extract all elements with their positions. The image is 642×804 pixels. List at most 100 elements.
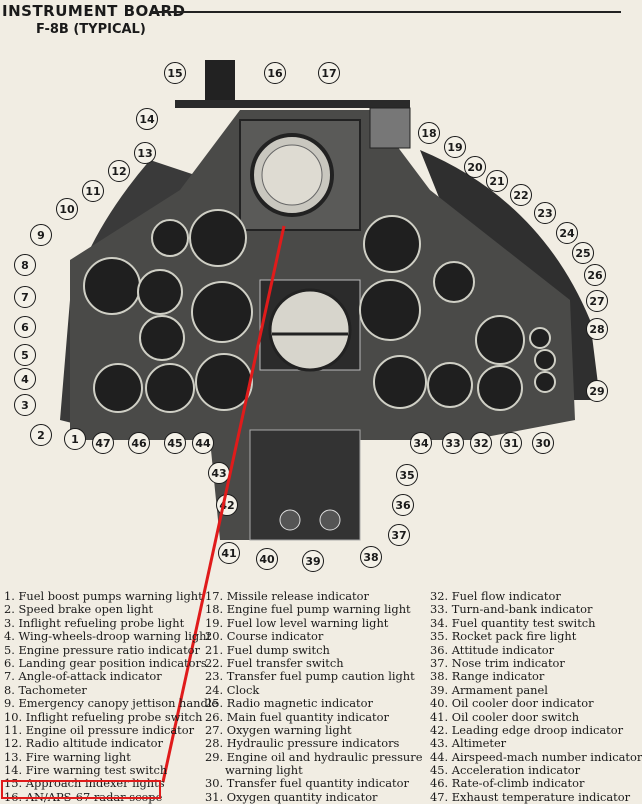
gauge-rmi-icon	[359, 279, 421, 341]
callout-46: 46	[128, 432, 150, 454]
callout-30: 30	[532, 432, 554, 454]
callout-2: 2	[30, 424, 52, 446]
legend-item: 17. Missile release indicator	[205, 589, 369, 603]
callout-38: 38	[360, 546, 382, 568]
callout-18: 18	[418, 122, 440, 144]
legend-item: 21. Fuel dump switch	[205, 642, 330, 657]
callout-8: 8	[14, 254, 36, 276]
callout-15: 15	[164, 62, 186, 84]
legend-item: 2. Speed brake open light	[4, 602, 154, 617]
callout-40: 40	[256, 548, 278, 570]
callout-14: 14	[136, 108, 158, 130]
legend-item-highlighted: 16. AN/APS-67 radar scope	[4, 789, 163, 804]
gauge-hydraulic-1-icon	[529, 327, 551, 349]
callout-24: 24	[556, 222, 578, 244]
gauge-clock-icon	[433, 261, 475, 303]
gauge-hydraulic-3-icon	[534, 371, 556, 393]
callout-4: 4	[14, 368, 36, 390]
callout-44: 44	[192, 432, 214, 454]
legend-item: 34. Fuel quantity test switch	[430, 615, 596, 630]
callout-13: 13	[134, 142, 156, 164]
gauge-turn-and-bank-icon	[373, 355, 427, 409]
callout-37: 37	[388, 524, 410, 546]
callout-21: 21	[486, 170, 508, 192]
callout-1: 1	[64, 428, 86, 450]
legend-item: 45. Acceleration indicator	[430, 763, 581, 778]
legend-item: 35. Rocket pack fire light	[430, 629, 577, 644]
callout-17: 17	[318, 62, 340, 84]
legend-item: 29. Engine oil and hydraulic pressure	[205, 749, 423, 764]
legend-item: 42. Leading edge droop indicator	[430, 722, 624, 737]
callout-5: 5	[14, 344, 36, 366]
legend-item: 7. Angle-of-attack indicator	[4, 669, 162, 684]
legend-item: 4. Wing-wheels-droop warning light	[4, 629, 212, 644]
callout-35: 35	[396, 464, 418, 486]
gauge-oil-pressure-icon	[151, 219, 189, 257]
gauge-rate-of-climb-icon	[145, 363, 195, 413]
gauge-fuel-quantity-icon	[475, 315, 525, 365]
legend-item: 12. Radio altitude indicator	[4, 736, 163, 751]
callout-34: 34	[410, 432, 432, 454]
armament-panel	[249, 429, 361, 541]
callout-20: 20	[464, 156, 486, 178]
callout-25: 25	[572, 242, 594, 264]
gauge-altimeter-icon	[195, 353, 253, 411]
legend-item: 19. Fuel low level warning light	[205, 615, 389, 630]
legend-item: 13. Fire warning light	[4, 749, 131, 764]
legend-item: 39. Armament panel	[430, 682, 548, 697]
highlight-box	[1, 780, 161, 799]
legend-column-3: 32. Fuel flow indicator 33. Turn-and-ban…	[430, 589, 642, 804]
legend-item: 26. Main fuel quantity indicator	[205, 709, 389, 724]
callout-41: 41	[218, 542, 240, 564]
legend-item: 28. Hydraulic pressure indicators	[205, 736, 400, 751]
callout-28: 28	[586, 318, 608, 340]
legend-item: 41. Oil cooler door switch	[430, 709, 580, 724]
callout-32: 32	[470, 432, 492, 454]
callout-6: 6	[14, 316, 36, 338]
legend-item: 44. Airspeed-mach number indicator	[430, 749, 642, 764]
legend-item: 46. Rate-of-climb indicator	[430, 776, 585, 791]
legend-item: 31. Oxygen quantity indicator	[205, 789, 378, 804]
legend-item: 1. Fuel boost pumps warning light	[4, 589, 203, 603]
callout-47: 47	[92, 432, 114, 454]
legend-item: 20. Course indicator	[205, 629, 324, 644]
callout-33: 33	[442, 432, 464, 454]
gauge-radio-altitude-icon	[189, 209, 247, 267]
legend-column-2: 17. Missile release indicator 18. Engine…	[205, 589, 423, 804]
callout-23: 23	[534, 202, 556, 224]
callout-43: 43	[208, 462, 230, 484]
callout-3: 3	[14, 394, 36, 416]
legend-item: warning light	[225, 763, 303, 778]
legend-item: 5. Engine pressure ratio indicator	[4, 642, 200, 657]
callout-7: 7	[14, 286, 36, 308]
legend-item: 36. Attitude indicator	[430, 642, 555, 657]
legend-item: 14. Fire warning test switch	[4, 763, 168, 778]
callout-36: 36	[392, 494, 414, 516]
legend-item: 30. Transfer fuel quantity indicator	[205, 776, 409, 791]
callout-29: 29	[586, 380, 608, 402]
page-title: INSTRUMENT BOARD	[2, 2, 186, 20]
callout-9: 9	[30, 224, 52, 246]
legend-item: 33. Turn-and-bank indicator	[430, 602, 593, 617]
legend-item: 37. Nose trim indicator	[430, 655, 565, 670]
callout-12: 12	[108, 160, 130, 182]
legend-item: 18. Engine fuel pump warning light	[205, 602, 411, 617]
legend-item: 10. Inflight refueling probe switch	[4, 709, 203, 724]
callout-11: 11	[82, 180, 104, 202]
gauge-hydraulic-2-icon	[534, 349, 556, 371]
legend-item: 32. Fuel flow indicator	[430, 589, 561, 603]
gauge-course-indicator-icon	[363, 215, 421, 273]
callout-10: 10	[56, 198, 78, 220]
legend-item: 24. Clock	[205, 682, 260, 697]
callout-27: 27	[586, 290, 608, 312]
callout-39: 39	[302, 550, 324, 572]
legend-item: 25. Radio magnetic indicator	[205, 696, 373, 711]
gauge-oxygen-quantity-icon	[477, 365, 523, 411]
legend-item: 27. Oxygen warning light	[205, 722, 352, 737]
legend-item: 38. Range indicator	[430, 669, 545, 684]
page-subtitle: F-8B (TYPICAL)	[36, 22, 146, 37]
gauge-fuel-flow-icon	[427, 362, 473, 408]
legend-item: 40. Oil cooler door indicator	[430, 696, 594, 711]
red-annotation-line	[161, 225, 286, 783]
callout-22: 22	[510, 184, 532, 206]
